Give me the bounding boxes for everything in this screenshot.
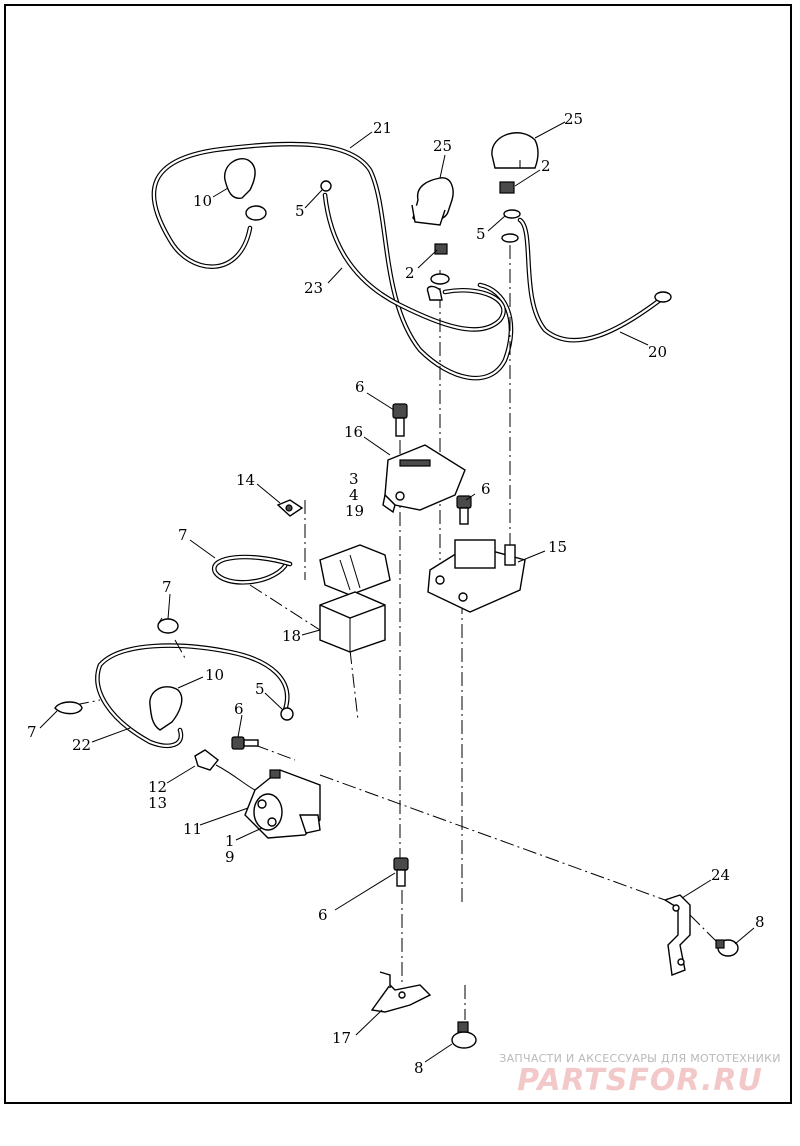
callout-10: 10 xyxy=(205,666,224,684)
clamp-8-lower xyxy=(451,1021,477,1049)
callout-6: 6 xyxy=(355,378,365,396)
connector-19 xyxy=(319,544,391,596)
bolt-6-upper xyxy=(392,403,408,437)
callout-18: 18 xyxy=(282,627,301,645)
assembly-lines xyxy=(74,245,721,1020)
clip-7-lower xyxy=(54,701,83,715)
clip-14 xyxy=(276,499,304,517)
clamp-8-right xyxy=(715,939,739,957)
bolt-6-lower xyxy=(393,857,409,887)
nut-2-left xyxy=(434,243,448,255)
ring-terminal-5-top-right xyxy=(501,209,521,243)
bolt-6-middle xyxy=(456,495,472,525)
relay-18 xyxy=(319,591,386,653)
callout-25: 25 xyxy=(433,137,452,155)
cable-23 xyxy=(322,192,506,332)
callout-3: 3 xyxy=(349,470,359,488)
callout-25: 25 xyxy=(564,110,583,128)
callout-21: 21 xyxy=(373,119,392,137)
callout-2: 2 xyxy=(541,157,551,175)
nut-2-right xyxy=(499,181,515,194)
cable-21 xyxy=(151,141,514,381)
strap-7 xyxy=(212,554,293,585)
callout-5: 5 xyxy=(476,225,486,243)
mount-plate-15 xyxy=(427,539,526,613)
callout-8: 8 xyxy=(755,913,765,931)
callout-8: 8 xyxy=(414,1059,424,1077)
bracket-24 xyxy=(663,894,691,976)
cable-20 xyxy=(517,217,663,343)
callout-16: 16 xyxy=(344,423,363,441)
solenoid-11 xyxy=(244,769,321,839)
callout-15: 15 xyxy=(548,538,567,556)
callout-23: 23 xyxy=(304,279,323,297)
callout-20: 20 xyxy=(648,343,667,361)
cable-22 xyxy=(95,643,290,748)
callout-14: 14 xyxy=(236,471,255,489)
callout-6: 6 xyxy=(318,906,328,924)
callout-7: 7 xyxy=(178,526,188,544)
callout-7: 7 xyxy=(27,723,37,741)
ring-terminal-21 xyxy=(245,205,450,301)
leader-lines xyxy=(39,121,755,1063)
ring-terminal-5-lower xyxy=(280,707,294,721)
callout-4: 4 xyxy=(349,486,359,504)
callout-12: 12 xyxy=(148,778,167,796)
callout-24: 24 xyxy=(711,866,730,884)
watermark-tagline: ЗАПЧАСТИ И АКСЕССУАРЫ ДЛЯ МОТОТЕХНИКИ xyxy=(499,1052,781,1065)
terminal-boot-10-upper xyxy=(224,158,256,199)
callout-17: 17 xyxy=(332,1029,351,1047)
bracket-17 xyxy=(370,971,432,1013)
ring-terminal-5-top-left xyxy=(320,180,332,192)
callout-19: 19 xyxy=(345,502,364,520)
callout-2: 2 xyxy=(405,264,415,282)
terminal-boot-10-lower xyxy=(149,686,183,731)
callout-6: 6 xyxy=(481,480,491,498)
watermark: ЗАПЧАСТИ И АКСЕССУАРЫ ДЛЯ МОТОТЕХНИКИ PA… xyxy=(490,1052,790,1098)
callout-6: 6 xyxy=(234,700,244,718)
watermark-logo: PARTSFOR.RU xyxy=(517,1063,763,1098)
ring-terminal-20 xyxy=(654,291,672,303)
plug-12 xyxy=(194,749,256,791)
diagram-frame xyxy=(4,4,792,1104)
callout-1: 1 xyxy=(225,832,235,850)
callout-10: 10 xyxy=(193,192,212,210)
bolt-6-left xyxy=(231,736,259,750)
callout-7: 7 xyxy=(162,578,172,596)
module-16 xyxy=(382,444,466,514)
callout-22: 22 xyxy=(72,736,91,754)
callout-5: 5 xyxy=(295,202,305,220)
terminal-boot-25-right xyxy=(491,132,539,169)
terminal-boot-25-left xyxy=(411,177,454,226)
callout-5: 5 xyxy=(255,680,265,698)
callout-9: 9 xyxy=(225,848,235,866)
clip-7-middle xyxy=(157,617,179,634)
callout-11: 11 xyxy=(183,820,202,838)
callout-13: 13 xyxy=(148,794,167,812)
